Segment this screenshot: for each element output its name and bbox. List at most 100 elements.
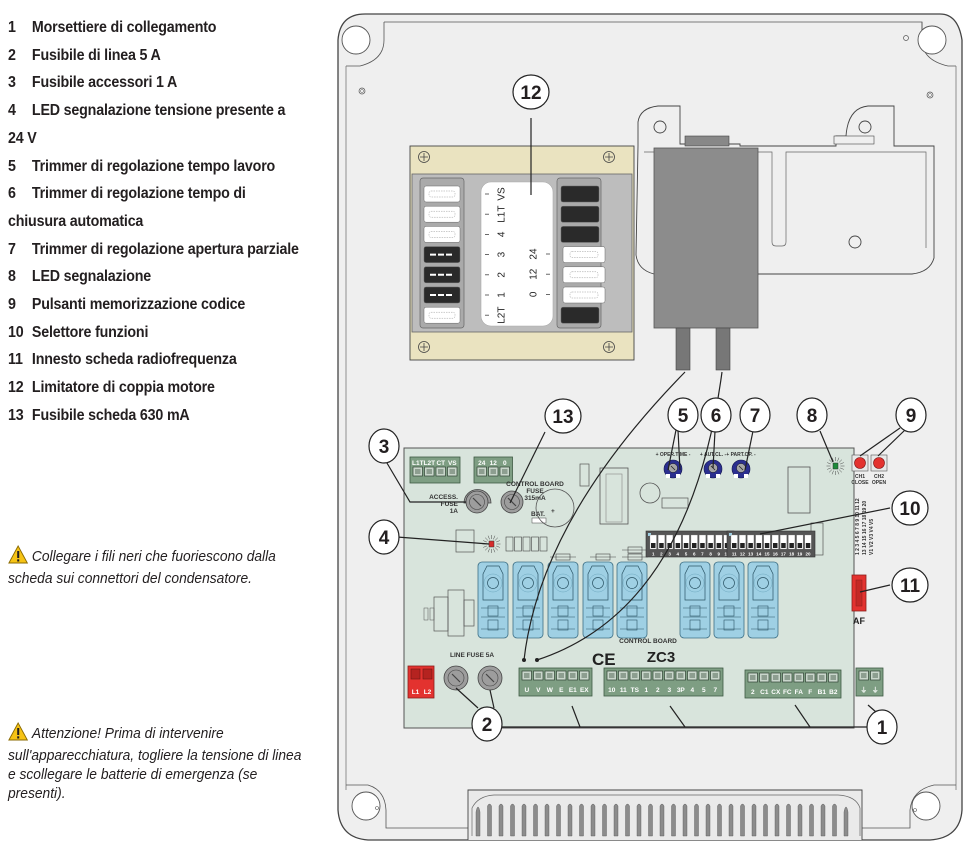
terminal-label: 3 <box>667 687 671 694</box>
vent-slot <box>705 803 711 837</box>
torque-terminal-label: 3 <box>497 251 508 257</box>
radio-card-connector[interactable]: AF <box>851 574 867 626</box>
vent-slot <box>797 803 803 837</box>
dip-switch[interactable] <box>763 534 771 550</box>
relay <box>477 561 509 639</box>
relay <box>547 561 579 639</box>
svg-text:13 14 15 16 17 18 19 20: 13 14 15 16 17 18 19 20 <box>862 501 868 555</box>
terminal-label: CX <box>771 689 781 696</box>
legend-label: LED segnalazione tensione presente a <box>31 102 286 120</box>
vent-slot <box>774 803 780 837</box>
vent-slot <box>843 806 849 837</box>
relay <box>616 561 648 639</box>
callout-number: 9 <box>906 406 917 427</box>
vent-slot <box>694 803 699 837</box>
vent-slot <box>487 803 492 837</box>
dip-switch[interactable] <box>788 534 796 550</box>
svg-text:FUSE: FUSE <box>441 501 459 508</box>
callout-1: 1 <box>866 709 898 745</box>
diode <box>522 536 531 552</box>
relay <box>713 561 745 639</box>
earth-terminal-block[interactable]: ⏚⏚ <box>855 667 884 697</box>
vent-slot <box>590 803 596 837</box>
dip-switch[interactable] <box>649 534 657 550</box>
vent-slot <box>682 803 688 837</box>
dip-switch[interactable] <box>796 534 804 550</box>
callout-9: 9 <box>895 397 927 433</box>
access-fuse-label: ACCESS. <box>429 494 458 501</box>
terminal-label: VS <box>448 460 457 467</box>
callout-7: 7 <box>739 397 771 433</box>
terminal-label: V <box>536 687 541 694</box>
dip-switch-number: 1 <box>652 552 655 557</box>
accessory-fuse <box>463 489 492 514</box>
dip-switch[interactable] <box>804 534 812 550</box>
diode <box>514 536 522 552</box>
dip-switch[interactable] <box>666 534 674 550</box>
dip-switch[interactable] <box>715 534 723 550</box>
terminal-label: B1 <box>818 689 827 696</box>
vent-slot <box>740 803 745 837</box>
dip-switch-number: 14 <box>756 552 762 557</box>
dip-switch[interactable] <box>658 534 665 550</box>
dip-switch[interactable] <box>747 534 755 550</box>
torque-terminal-label: L2T <box>497 307 508 324</box>
dip-switch[interactable] <box>780 534 787 550</box>
dip-switch[interactable] <box>674 534 682 550</box>
warning-triangle-icon <box>8 545 29 569</box>
dip-switch[interactable] <box>739 534 746 550</box>
torque-output-slot <box>562 266 606 284</box>
vent-slot <box>602 803 607 837</box>
dip-switch-number: 4 <box>677 552 680 557</box>
terminal-label: 4 <box>690 687 694 694</box>
ce-mark: CE <box>592 650 616 669</box>
dip-switch[interactable] <box>771 534 779 550</box>
vent-slot <box>728 803 734 837</box>
vent-slot <box>786 803 791 837</box>
svg-text:FUSE: FUSE <box>526 488 544 495</box>
dip-switch[interactable] <box>730 534 738 550</box>
torque-voltage-label: 12 <box>529 268 540 280</box>
relay <box>679 561 711 639</box>
dip-switch[interactable] <box>755 534 763 550</box>
terminal-label: 10 <box>608 687 616 694</box>
partial-opening-trimmer[interactable]: + PART.OP. - <box>726 452 756 479</box>
diode <box>531 536 539 552</box>
legend-number: 13 <box>8 406 24 424</box>
dip-switch[interactable] <box>690 534 698 550</box>
terminal-label: U <box>524 687 529 694</box>
legend-number: 8 <box>8 268 16 286</box>
vent-slot <box>832 803 837 837</box>
terminal-label: FC <box>783 689 792 696</box>
torque-terminal-label: 1 <box>497 292 508 298</box>
legend-label: Innesto scheda radiofrequenza <box>31 351 237 369</box>
dip-switch-number: 11 <box>732 552 737 557</box>
callout-12: 12 <box>512 74 550 110</box>
callout-number: 11 <box>900 576 921 597</box>
line-fuse-label: LINE FUSE 5A <box>450 652 494 659</box>
vent-slot <box>544 803 550 837</box>
dip-switch[interactable] <box>682 534 690 550</box>
terminal-label: E1 <box>569 687 577 694</box>
callout-5: 5 <box>667 397 699 433</box>
vent-slot <box>763 803 768 837</box>
dip-switch-number: 12 <box>740 552 746 557</box>
svg-text:315mA: 315mA <box>524 495 546 502</box>
dip-switch-number: 18 <box>789 552 795 557</box>
dip-switch[interactable] <box>699 534 706 550</box>
dip-switch[interactable] <box>707 534 715 550</box>
legend-number: 2 <box>8 46 16 64</box>
